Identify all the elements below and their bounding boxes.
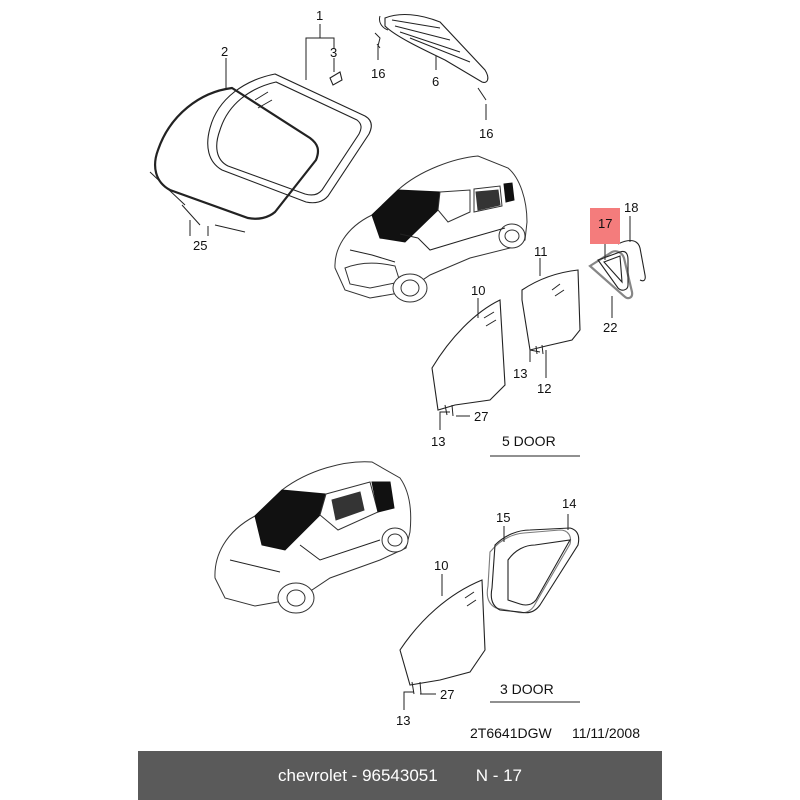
callout-14: 14	[562, 496, 576, 511]
quarter-glass-3-door	[490, 527, 580, 614]
callout-15: 15	[496, 510, 510, 525]
callout-27-3door: 27	[440, 687, 454, 702]
callout-10-5door: 10	[471, 283, 485, 298]
rear-glass-seal	[374, 32, 487, 101]
callout-16-top: 16	[371, 66, 385, 81]
callout-6: 6	[432, 74, 439, 89]
callout-11: 11	[534, 244, 548, 259]
callout-13-front-5door: 13	[431, 434, 445, 449]
callout-13-rear: 13	[513, 366, 527, 381]
windshield-clip	[329, 71, 343, 86]
car-3-door	[214, 461, 412, 614]
windshield-glass	[154, 86, 320, 220]
car-5-door	[334, 155, 528, 303]
footer-part-ref: chevrolet - 96543051	[277, 765, 438, 785]
windshield-molding	[207, 73, 372, 204]
section-label-3-door: 3 DOOR	[500, 681, 554, 697]
callout-27-5door: 27	[474, 409, 488, 424]
front-door-glass-3-door	[399, 579, 486, 695]
callout-10-3door: 10	[434, 558, 448, 573]
quarter-glass-5-door	[588, 250, 634, 300]
callout-12: 12	[537, 381, 551, 396]
windshield-retainer-strips	[149, 171, 246, 233]
footer-item-ref: N - 17	[475, 765, 523, 785]
quarter-glass-molding	[617, 239, 646, 282]
callout-22: 22	[603, 320, 617, 335]
highlight-box	[590, 208, 620, 244]
callout-18: 18	[624, 200, 638, 215]
rear-upper-glass	[379, 13, 489, 83]
quarter-glass-3-door-seal	[486, 529, 572, 614]
drawing-date: 11/11/2008	[572, 725, 640, 741]
drawing-code: 2T6641DGW	[470, 725, 552, 741]
section-label-5-door: 5 DOOR	[502, 433, 556, 449]
callout-13-3door: 13	[396, 713, 410, 728]
callout-3: 3	[330, 45, 337, 60]
leader-lines	[189, 24, 631, 710]
callout-1: 1	[316, 8, 323, 23]
callout-16-bottom: 16	[479, 126, 493, 141]
footer-bar: chevrolet - 96543051 N - 17	[138, 751, 662, 800]
rear-door-glass-5-door	[521, 269, 581, 355]
callout-2: 2	[221, 44, 228, 59]
front-door-glass-5-door	[431, 299, 506, 417]
callout-25: 25	[193, 238, 207, 253]
callout-17: 17	[598, 216, 612, 231]
